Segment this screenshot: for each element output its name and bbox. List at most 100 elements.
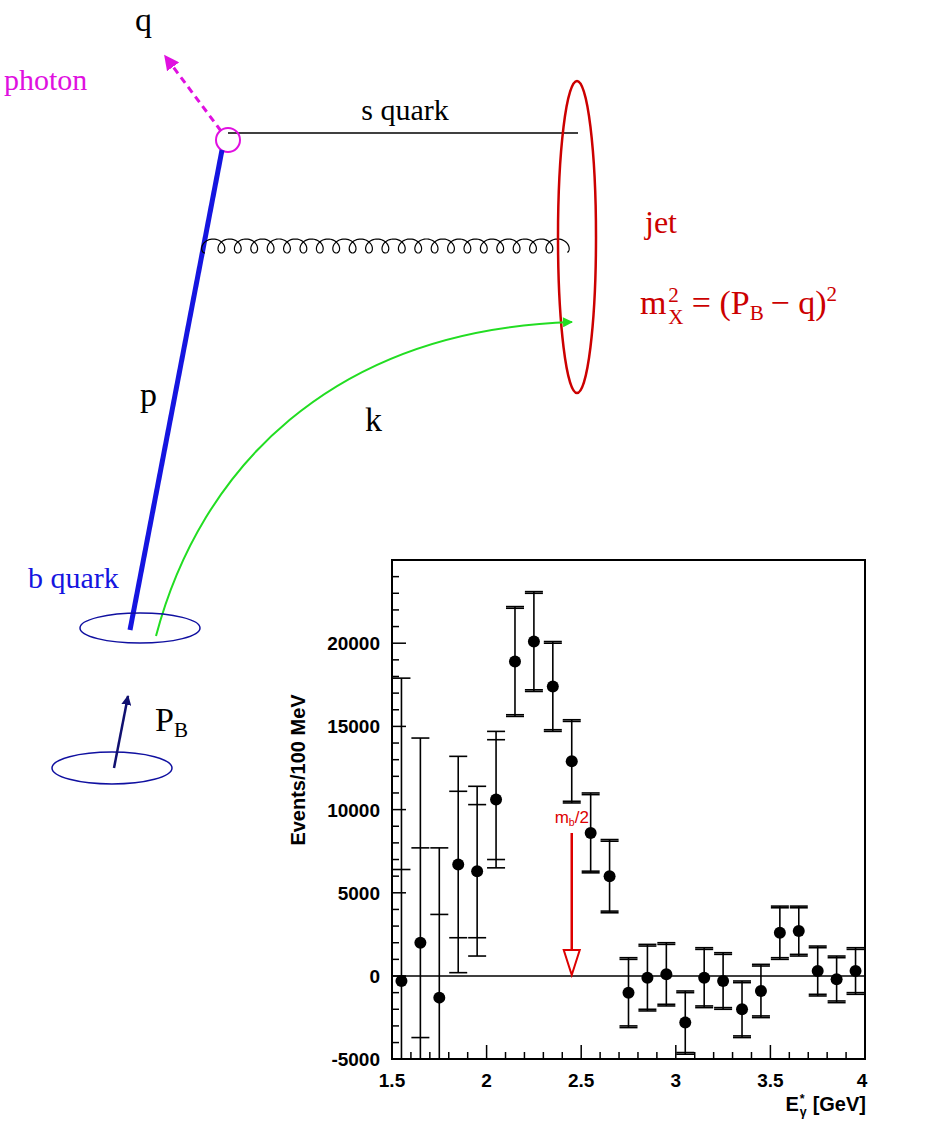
- label-text: E: [785, 1093, 798, 1115]
- tick-label: 15000: [327, 717, 380, 736]
- gluon-line: [202, 239, 570, 253]
- data-point: [695, 948, 713, 1008]
- data-point: [544, 642, 562, 732]
- mass-formula: m2X= (PB− q)2: [640, 284, 837, 328]
- data-point: [582, 793, 600, 873]
- mb-label: mb/2: [555, 809, 589, 828]
- data-point: [601, 840, 619, 913]
- label-text: Events/100 MeV: [287, 694, 309, 845]
- label-text: *: [800, 1093, 807, 1106]
- momentum-arrow: [114, 696, 128, 768]
- label-text: γ: [800, 1106, 807, 1119]
- data-point: [809, 946, 827, 996]
- label-text: − q): [771, 284, 827, 321]
- tick-label: 1.5: [379, 1071, 405, 1090]
- data-point: [657, 943, 675, 1006]
- label-text: 3.5: [757, 1070, 783, 1091]
- momentum-label: q: [135, 3, 152, 37]
- label-text: 2: [481, 1070, 492, 1091]
- particle-label: photon: [4, 65, 87, 95]
- b-quark-line: [130, 150, 222, 630]
- label-text: q: [135, 1, 152, 38]
- jet-label: jet: [645, 206, 677, 238]
- label-text: 4: [857, 1070, 868, 1091]
- data-point: [525, 592, 543, 692]
- label-text: B: [174, 718, 188, 742]
- label-text: [GeV]: [813, 1093, 866, 1115]
- tick-label: 10000: [327, 800, 380, 819]
- data-point: [563, 720, 581, 803]
- plot: [392, 560, 865, 1126]
- label-text: = (P: [692, 284, 750, 321]
- data-point: [411, 738, 429, 1059]
- axis-title: E*γ [GeV]: [785, 1093, 866, 1119]
- label-text: m: [555, 808, 569, 827]
- label-text: 3: [671, 1070, 682, 1091]
- label-text: jet: [645, 204, 677, 240]
- label-text: b quark: [28, 561, 119, 594]
- tick-label: 20000: [327, 634, 380, 653]
- tick-label: 2: [481, 1071, 492, 1090]
- tick-label: 3.5: [757, 1071, 783, 1090]
- label-text: s quark: [361, 93, 448, 126]
- label-text: 2: [827, 282, 838, 306]
- label-text: 2.5: [568, 1070, 594, 1091]
- label-text: /2: [575, 808, 589, 827]
- photon-line: [165, 56, 221, 131]
- sup-sub-stack: 2X: [668, 284, 683, 328]
- data-point: [752, 964, 770, 1017]
- data-point: [487, 731, 505, 867]
- data-point: [714, 953, 732, 1010]
- label-text: 1.5: [379, 1070, 405, 1091]
- plot-frame: [392, 560, 865, 1059]
- label-text: 0: [369, 966, 380, 987]
- label-text: photon: [4, 63, 87, 96]
- label-text: 15000: [327, 716, 380, 737]
- label-text: 2: [668, 284, 683, 306]
- momentum-label: PB: [155, 703, 188, 741]
- data-point: [828, 956, 846, 1003]
- data-point: [620, 958, 638, 1028]
- mb-arrow: [570, 833, 573, 950]
- data-point: [638, 944, 656, 1011]
- initial-ellipse: [52, 752, 172, 784]
- label-text: P: [155, 701, 174, 738]
- jet-ellipse: [558, 81, 596, 393]
- label-text: X: [668, 306, 683, 328]
- sup-sub-stack: *γ: [800, 1093, 807, 1119]
- spectator-line: [156, 322, 572, 636]
- particle-label: b quark: [28, 563, 119, 593]
- tick-label: 3: [671, 1071, 682, 1090]
- momentum-label: k: [365, 403, 382, 437]
- axis-ticks: [392, 560, 865, 1059]
- data-point: [771, 906, 789, 959]
- label-text: -5000: [331, 1049, 380, 1070]
- tick-label: 0: [369, 967, 380, 986]
- data-point: [468, 786, 486, 956]
- data-point: [392, 678, 410, 1059]
- tick-label: 5000: [338, 883, 380, 902]
- data-point: [790, 906, 808, 956]
- data-point: [506, 607, 524, 717]
- label-text: B: [750, 301, 764, 325]
- tick-label: -5000: [331, 1050, 380, 1069]
- data-point: [733, 981, 751, 1038]
- momentum-label: p: [140, 378, 157, 412]
- vertex-circle: [216, 128, 240, 152]
- tick-label: 4: [857, 1071, 868, 1090]
- particle-label: s quark: [361, 95, 448, 125]
- s-quark-line: [228, 132, 578, 134]
- label-text: m: [640, 284, 666, 321]
- data-point: [449, 756, 467, 972]
- data-point: [430, 848, 448, 1059]
- data-point: [676, 991, 694, 1054]
- data-point: [847, 948, 865, 995]
- b-meson-ellipse: [80, 613, 200, 643]
- tick-label: 2.5: [568, 1071, 594, 1090]
- label-text: 5000: [338, 882, 380, 903]
- label-text: 10000: [327, 799, 380, 820]
- mb-arrowhead: [564, 950, 580, 975]
- label-text: 20000: [327, 633, 380, 654]
